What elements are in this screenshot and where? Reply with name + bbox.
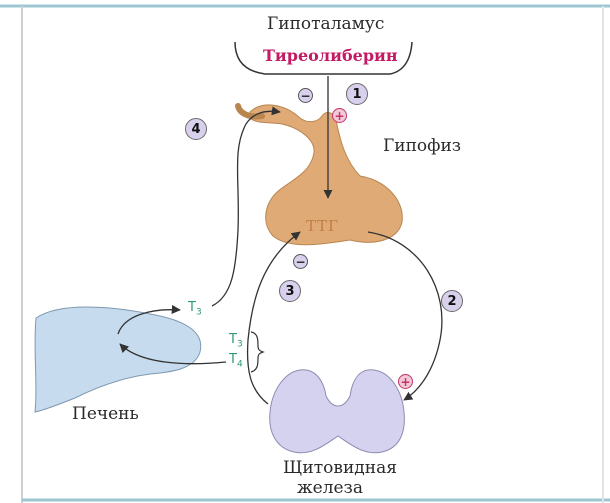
t4-label-brace: T4 (229, 352, 243, 370)
thyroid-shape (270, 370, 405, 453)
t3-label-liver: T3 (188, 300, 202, 318)
pituitary-label: Гипофиз (383, 136, 461, 156)
ttg-label: ТТГ (306, 217, 339, 235)
stimulate-sign-thyroid: + (398, 374, 413, 389)
t3-label-brace: T3 (229, 332, 243, 350)
liver-label: Печень (72, 404, 139, 424)
thyroliberin-label: Тиреолиберин (263, 46, 398, 65)
thyroid-label-line1: Щитовидная (283, 458, 397, 478)
stimulate-sign-top: + (332, 108, 347, 123)
step-3-badge: 3 (279, 280, 301, 302)
inhibit-sign-top: − (298, 88, 313, 103)
step-2-badge: 2 (441, 290, 463, 312)
step-1-badge: 1 (346, 83, 368, 105)
step-4-badge: 4 (185, 118, 207, 140)
inhibit-sign-mid: − (293, 254, 308, 269)
hypothalamus-label: Гипоталамус (267, 14, 384, 34)
t3-t4-brace (251, 332, 263, 372)
thyroid-label-line2: железа (297, 478, 363, 498)
liver-shape (35, 307, 201, 412)
